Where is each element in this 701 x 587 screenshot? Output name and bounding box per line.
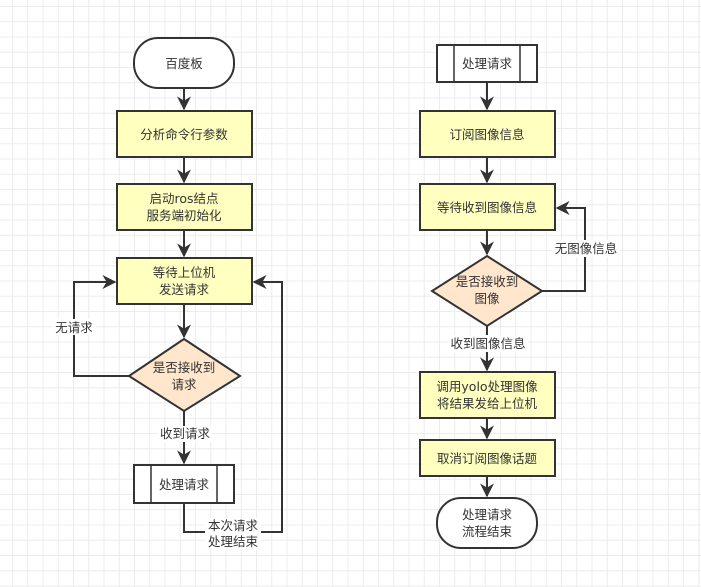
wait-request-line-2: 发送请求	[159, 282, 210, 297]
got-request-edge-label: 收到请求	[158, 426, 212, 442]
request-decision-line-2: 请求	[171, 377, 197, 392]
right-end-line-2: 流程结束	[462, 524, 513, 539]
yolo-line-1: 调用yolo处理图像	[436, 379, 538, 394]
parse-args-process: 分析命令行参数	[116, 110, 253, 158]
image-decision-line-2: 图像	[474, 291, 500, 306]
left-start-terminal: 百度板	[133, 37, 235, 89]
parse-args-label: 分析命令行参数	[140, 127, 228, 142]
got-image-edge-label: 收到图像信息	[448, 335, 528, 352]
left-flow: 百度板 分析命令行参数 启动ros结点 服务端初始化 等待上位机 发送请求 是否…	[52, 37, 283, 550]
wait-request-process: 等待上位机 发送请求	[116, 257, 253, 305]
image-decision: 是否接收到 图像	[430, 254, 544, 328]
subscribe-label: 订阅图像信息	[449, 127, 524, 142]
no-image-edge-label: 无图像信息	[552, 240, 620, 257]
request-decision-line-1: 是否接收到	[153, 360, 216, 375]
yolo-line-2: 将结果发给上位机	[437, 396, 538, 411]
done-edge-label: 本次请求 处理结束	[205, 518, 261, 550]
edge-done-loop	[183, 275, 283, 533]
got-request-label: 收到请求	[160, 426, 211, 441]
wait-image-label: 等待收到图像信息	[437, 200, 537, 215]
no-request-label: 无请求	[55, 320, 93, 335]
unsubscribe-process: 取消订阅图像话题	[419, 439, 556, 477]
got-image-label: 收到图像信息	[450, 336, 525, 351]
yolo-process: 调用yolo处理图像 将结果发给上位机	[419, 371, 556, 419]
subscribe-process: 订阅图像信息	[419, 110, 556, 158]
right-flow: 处理请求 订阅图像信息 等待收到图像信息 是否接收到 图像 无图像信息 收到图像…	[419, 44, 620, 549]
request-decision: 是否接收到 请求	[127, 337, 242, 413]
right-end-terminal: 处理请求 流程结束	[436, 497, 538, 549]
right-end-line-1: 处理请求	[462, 507, 513, 522]
handle-request-subprocess: 处理请求	[133, 464, 235, 504]
handle-request-label: 处理请求	[159, 477, 210, 492]
init-node-process: 启动ros结点 服务端初始化	[116, 183, 253, 231]
wait-image-process: 等待收到图像信息	[419, 183, 556, 231]
done-label-line-1: 本次请求	[208, 518, 259, 533]
left-start-label: 百度板	[165, 56, 203, 71]
done-label-line-2: 处理结束	[208, 534, 259, 549]
right-start-subprocess: 处理请求	[436, 44, 538, 83]
image-decision-line-1: 是否接收到	[456, 274, 519, 289]
no-request-edge-label: 无请求	[52, 319, 96, 335]
init-node-line-2: 服务端初始化	[146, 208, 222, 223]
init-node-line-1: 启动ros结点	[149, 191, 218, 206]
unsubscribe-label: 取消订阅图像话题	[437, 451, 538, 466]
right-start-label: 处理请求	[462, 56, 513, 71]
no-image-label: 无图像信息	[555, 241, 618, 256]
wait-request-line-1: 等待上位机	[153, 265, 216, 280]
